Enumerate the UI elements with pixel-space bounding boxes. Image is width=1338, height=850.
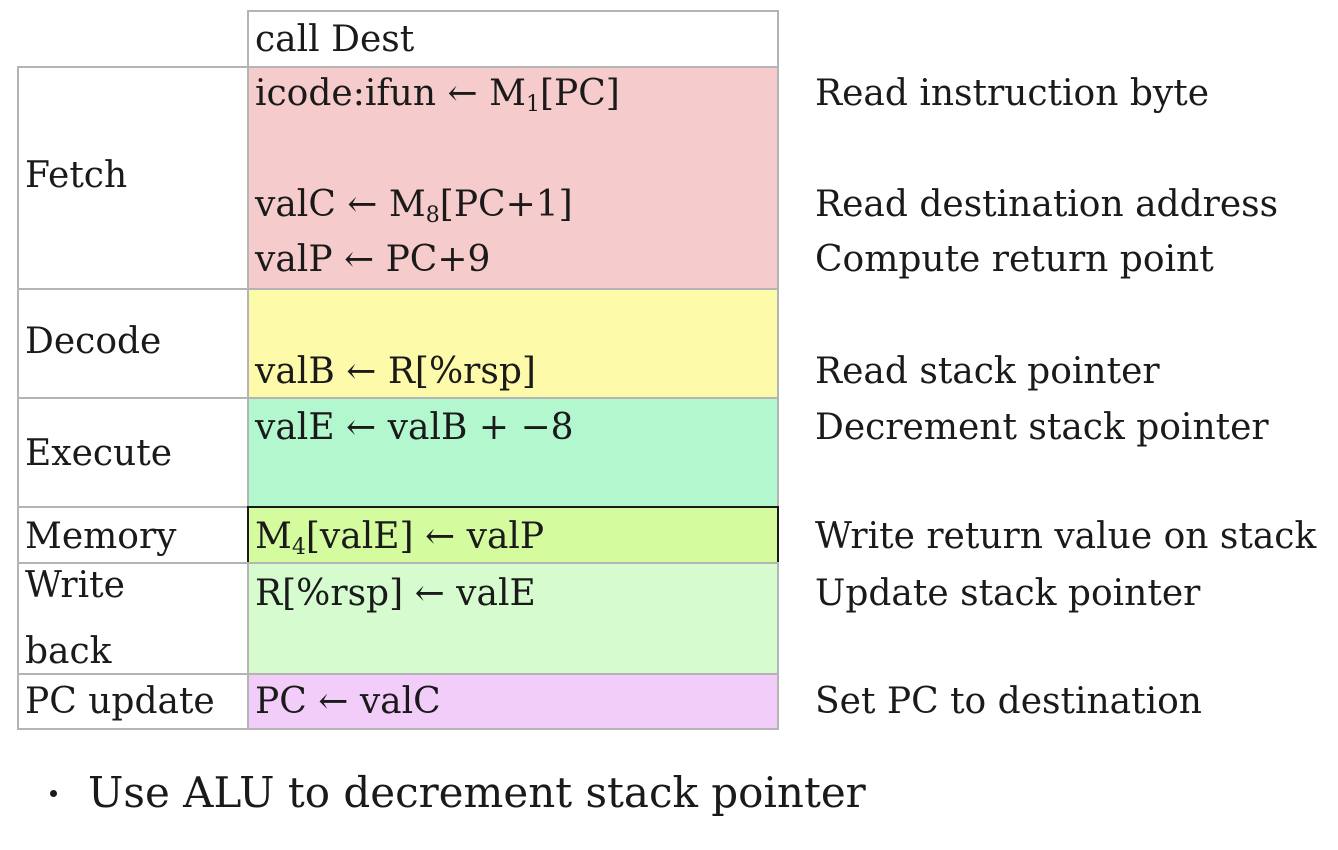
op-decode-valb: valB ← R[%rsp] — [255, 351, 536, 392]
comment-compute-return-point: Compute return point — [815, 239, 1214, 280]
op-fetch-icode-lhs: icode:ifun ← M — [255, 73, 526, 114]
stage-label-writeback-line2: back — [25, 631, 112, 672]
comment-read-stack-pointer: Read stack pointer — [815, 351, 1160, 392]
stage-label-writeback-line1: Write — [25, 565, 125, 606]
comment-set-pc-destination: Set PC to destination — [815, 681, 1202, 722]
comment-decrement-stack-pointer: Decrement stack pointer — [815, 407, 1269, 448]
op-pc-update: PC ← valC — [255, 681, 441, 722]
op-fetch-icode: icode:ifun ← M1[PC] — [255, 73, 620, 116]
op-memory-lhs: M — [255, 516, 292, 557]
op-cell-memory — [247, 506, 779, 564]
stage-label-pc-update: PC update — [25, 681, 215, 722]
stage-label-memory: Memory — [25, 516, 177, 557]
stage-label-execute: Execute — [25, 433, 173, 474]
stage-label-decode: Decode — [25, 321, 162, 362]
stage-label-fetch: Fetch — [25, 155, 128, 196]
op-cell-pc-update — [247, 673, 779, 730]
op-fetch-valc-sub: 8 — [425, 203, 440, 228]
op-fetch-valp: valP ← PC+9 — [255, 239, 491, 280]
op-fetch-icode-rhs: [PC] — [539, 73, 620, 114]
comment-update-stack-pointer: Update stack pointer — [815, 573, 1201, 614]
op-fetch-valc: valC ← M8[PC+1] — [255, 184, 573, 227]
op-cell-fetch — [247, 66, 779, 290]
op-memory-sub: 4 — [291, 535, 306, 560]
comment-read-destination-address: Read destination address — [815, 184, 1279, 225]
op-cell-decode — [247, 288, 779, 399]
op-memory-rhs: [valE] ← valP — [305, 516, 545, 557]
op-fetch-valc-lhs: valC ← M — [255, 184, 426, 225]
op-execute-vale: valE ← valB + −8 — [255, 407, 574, 448]
instruction-header: call Dest — [255, 19, 415, 60]
bullet-marker — [50, 790, 57, 797]
op-writeback: R[%rsp] ← valE — [255, 573, 536, 614]
comment-write-return-value: Write return value on stack — [815, 516, 1317, 557]
op-fetch-icode-sub: 1 — [525, 92, 540, 117]
bullet-text: Use ALU to decrement stack pointer — [88, 768, 866, 817]
op-fetch-valc-rhs: [PC+1] — [439, 184, 573, 225]
op-memory: M4[valE] ← valP — [255, 516, 545, 559]
comment-read-instruction-byte: Read instruction byte — [815, 73, 1209, 114]
